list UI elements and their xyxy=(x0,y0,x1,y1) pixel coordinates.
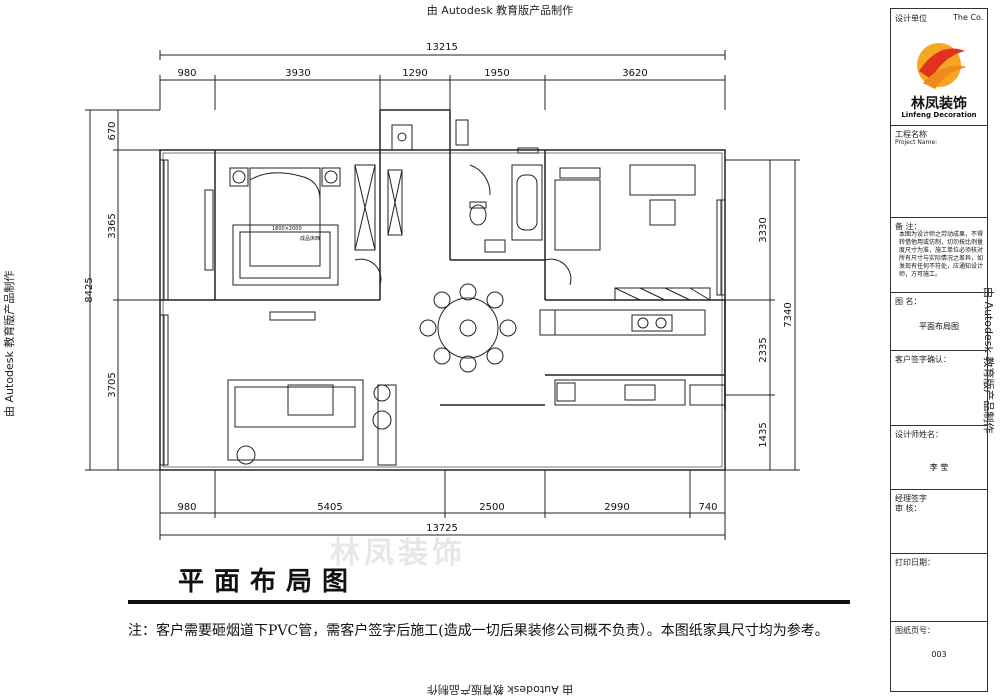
company-name: 林凤装饰 xyxy=(911,96,967,112)
dim-bottom-4: 2990 xyxy=(604,502,629,513)
project-en: Project Name: xyxy=(895,139,938,146)
manager-cell: 经理签字 审 核： xyxy=(891,489,987,554)
notes-cell: 备 注： 本图为设计师之劳动成果，不得转借他用或仿制，切勿按比例量度尺寸为准，施… xyxy=(891,217,987,293)
drawing-name-label: 图 名： xyxy=(895,297,922,306)
walls xyxy=(159,109,726,471)
bed-type-label: 成品床西 xyxy=(300,235,320,242)
client-sign-label: 客户签字确认： xyxy=(895,355,951,364)
dim-top-4: 1950 xyxy=(484,68,509,79)
ghost-logo-watermark: 林凤装饰 xyxy=(330,536,466,571)
dim-left-1: 670 xyxy=(107,121,118,140)
sheet-no-label: 图纸页号： xyxy=(895,626,935,635)
dim-right-3: 1435 xyxy=(758,422,769,447)
notes-text: 本图为设计师之劳动成果，不得转借他用或仿制，切勿按比例量度尺寸为准，施工单位必须… xyxy=(899,231,984,278)
autodesk-watermark-top: 由 Autodesk 教育版产品制作 xyxy=(426,4,574,17)
dim-right-1: 3330 xyxy=(758,217,769,242)
designer-label: 设计师姓名： xyxy=(895,430,943,439)
sheet-no: 003 xyxy=(931,650,947,659)
bed-size-label: 1800×2000 xyxy=(272,226,302,232)
floor-plan: 13215 980 3930 1290 1950 3620 980 5405 2… xyxy=(84,42,800,540)
review-label: 审 核： xyxy=(895,504,922,513)
dim-left-3: 3705 xyxy=(107,372,118,397)
company-logo xyxy=(917,43,967,89)
bathroom xyxy=(469,164,543,253)
plan-note: 注：客户需要砸烟道下PVC管，需客户签字后施工(造成一切后果装修公司概不负责）。… xyxy=(128,623,829,639)
kitchen xyxy=(539,309,706,406)
design-unit-en: The Co. xyxy=(953,13,984,22)
windows xyxy=(159,159,726,466)
drawing-name: 平面布局图 xyxy=(919,322,959,331)
print-date-label: 打印日期： xyxy=(895,558,935,567)
bottom-dimensions: 980 5405 2500 2990 740 13725 xyxy=(159,470,726,540)
designer-cell: 设计师姓名： 李 莹 xyxy=(891,425,987,490)
title-underline xyxy=(128,600,850,604)
dim-right-2: 2335 xyxy=(758,337,769,362)
company-name-en: Linfeng Decoration xyxy=(901,111,977,119)
dim-top-2: 3930 xyxy=(285,68,310,79)
dim-bottom-5: 740 xyxy=(698,502,717,513)
notes-label: 备 注： xyxy=(895,222,922,231)
dim-bottom-2: 5405 xyxy=(317,502,342,513)
dim-top-3: 1290 xyxy=(402,68,427,79)
autodesk-watermark-bottom: 由 Autodesk 教育版产品制作 xyxy=(426,683,574,696)
sheet-no-cell: 图纸页号： 003 xyxy=(891,621,987,692)
second-bedroom xyxy=(544,164,696,286)
dim-top-total: 13215 xyxy=(426,42,458,53)
living-room xyxy=(227,379,397,466)
top-dimensions: 13215 980 3930 1290 1950 3620 xyxy=(159,42,726,110)
designer-name: 李 莹 xyxy=(929,463,949,472)
project-cell: 工程名称 Project Name: xyxy=(891,125,987,218)
corridor-cabinets xyxy=(387,119,539,236)
drawing-name-cell: 图 名： 平面布局图 xyxy=(891,292,987,351)
dim-bottom-1: 980 xyxy=(177,502,196,513)
dim-top-5: 3620 xyxy=(622,68,647,79)
dim-left-total: 8425 xyxy=(84,277,95,302)
dim-bottom-total: 13725 xyxy=(426,523,458,534)
title-block: 设计单位 The Co. 林凤装饰 Linfeng Decoration 工程名… xyxy=(890,8,988,692)
dim-top-1: 980 xyxy=(177,68,196,79)
dim-left-2: 3365 xyxy=(107,213,118,238)
plan-title: 平面布局图 xyxy=(178,567,359,597)
print-date-cell: 打印日期： xyxy=(891,553,987,622)
dining-table xyxy=(419,283,517,373)
client-sign-cell: 客户签字确认： xyxy=(891,350,987,426)
dim-right-total: 7340 xyxy=(783,302,794,327)
dim-bottom-3: 2500 xyxy=(479,502,504,513)
design-unit-label: 设计单位 xyxy=(895,14,927,23)
left-dimensions: 8425 670 3365 3705 xyxy=(84,109,160,471)
right-dimensions: 3330 2335 1435 7340 xyxy=(725,159,800,471)
project-label: 工程名称 xyxy=(895,130,927,139)
master-bedroom: 1800×2000 成品床西 xyxy=(229,164,382,321)
manager-label: 经理签字 xyxy=(895,494,927,503)
